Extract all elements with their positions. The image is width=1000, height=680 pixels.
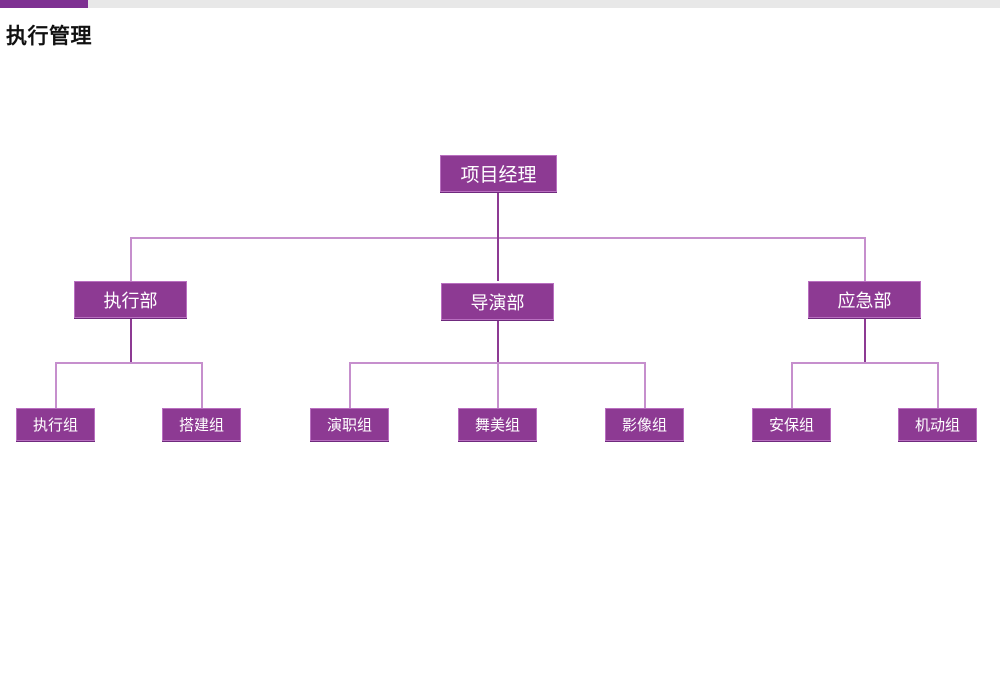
connector-drop-team-build: [201, 362, 203, 408]
org-node-team-cast-label: 演职组: [326, 417, 372, 434]
connector-drop-dept-exec: [130, 237, 132, 281]
org-node-dept-emergency[interactable]: 应急部: [808, 281, 921, 318]
connector-root-stem: [497, 191, 499, 238]
org-node-team-cast[interactable]: 演职组: [310, 408, 389, 441]
org-node-team-build[interactable]: 搭建组: [162, 408, 241, 441]
page-title: 执行管理: [6, 25, 92, 48]
connector-stem-dept-emergency: [864, 317, 866, 363]
org-node-team-build-label: 搭建组: [178, 417, 224, 434]
org-node-dept-director[interactable]: 导演部: [441, 283, 554, 320]
org-node-team-exec-label: 执行组: [32, 417, 78, 434]
connector-bus-dept-exec: [55, 362, 203, 364]
org-node-dept-exec[interactable]: 执行部: [74, 281, 187, 318]
org-node-team-mobile[interactable]: 机动组: [898, 408, 977, 441]
connector-drop-team-security: [791, 362, 793, 408]
connector-drop-dept-emergency: [864, 237, 866, 281]
connector-bus-dept-emergency: [791, 362, 939, 364]
org-node-dept-emergency-label: 应急部: [837, 290, 892, 311]
org-node-team-security-label: 安保组: [768, 417, 814, 434]
org-node-dept-exec-label: 执行部: [103, 290, 158, 311]
org-node-team-video[interactable]: 影像组: [605, 408, 684, 441]
connector-drop-team-mobile: [937, 362, 939, 408]
header-accent-bar: [0, 0, 88, 8]
org-node-root[interactable]: 项目经理: [440, 155, 557, 192]
connector-drop-team-video: [644, 362, 646, 408]
org-node-team-stage-label: 舞美组: [474, 417, 520, 434]
org-node-team-stage[interactable]: 舞美组: [458, 408, 537, 441]
org-node-team-mobile-label: 机动组: [914, 417, 960, 434]
connector-drop-team-cast: [349, 362, 351, 408]
org-node-team-security[interactable]: 安保组: [752, 408, 831, 441]
org-node-dept-director-label: 导演部: [470, 292, 525, 313]
org-node-root-label: 项目经理: [460, 165, 537, 186]
connector-stem-dept-exec: [130, 317, 132, 363]
org-node-team-exec[interactable]: 执行组: [16, 408, 95, 441]
org-node-team-video-label: 影像组: [621, 417, 667, 434]
connector-drop-team-exec: [55, 362, 57, 408]
connector-stem-dept-director: [497, 319, 499, 363]
connector-drop-dept-director: [497, 237, 499, 281]
connector-drop-team-stage: [497, 362, 499, 408]
header-divider-rule: [0, 0, 1000, 8]
